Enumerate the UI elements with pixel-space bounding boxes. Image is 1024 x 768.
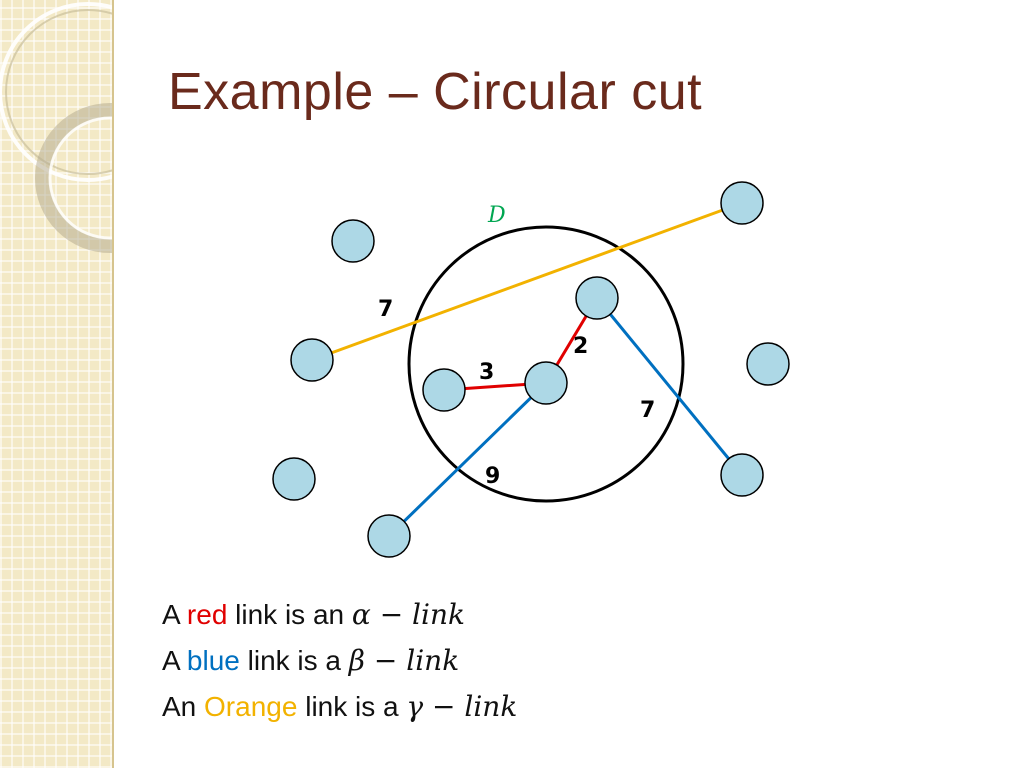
node <box>524 361 568 405</box>
caption-text: link is a <box>239 645 349 676</box>
slide-title: Example – Circular cut <box>168 63 703 121</box>
node <box>367 514 411 558</box>
node <box>272 457 316 501</box>
edge-weight: 7 <box>640 398 655 423</box>
edge-weight: 3 <box>479 360 494 385</box>
region-label: D <box>487 203 506 228</box>
edge-weight: 9 <box>485 464 500 489</box>
caption-line: A red link is an α − link <box>162 598 465 631</box>
cut-region-circle <box>407 225 685 503</box>
caption-text: A <box>162 599 187 630</box>
node <box>575 276 619 320</box>
math-expression: γ − link <box>406 690 518 723</box>
edge-weight: 2 <box>573 334 588 359</box>
node <box>331 219 375 263</box>
math-expression: α − link <box>351 598 465 631</box>
node <box>720 453 764 497</box>
caption-text: link is an <box>227 599 352 630</box>
blue-link-right <box>595 297 744 476</box>
node <box>422 368 466 412</box>
color-word: red <box>186 599 228 630</box>
decorative-rings <box>0 2 112 253</box>
orange-link <box>311 201 743 362</box>
caption-line: An Orange link is a γ − link <box>162 690 517 723</box>
caption-line: A blue link is a β − link <box>162 644 459 677</box>
node <box>746 342 790 386</box>
math-expression: β − link <box>348 644 460 677</box>
decorative-sidebar <box>0 0 114 768</box>
color-word: Orange <box>204 691 298 722</box>
node <box>290 338 334 382</box>
caption-text: An <box>162 691 205 722</box>
caption-text: A <box>162 645 187 676</box>
node <box>720 181 764 225</box>
color-word: blue <box>186 645 240 676</box>
caption-text: link is a <box>297 691 407 722</box>
blue-link-left <box>387 381 548 538</box>
edge-weight: 7 <box>378 297 393 322</box>
